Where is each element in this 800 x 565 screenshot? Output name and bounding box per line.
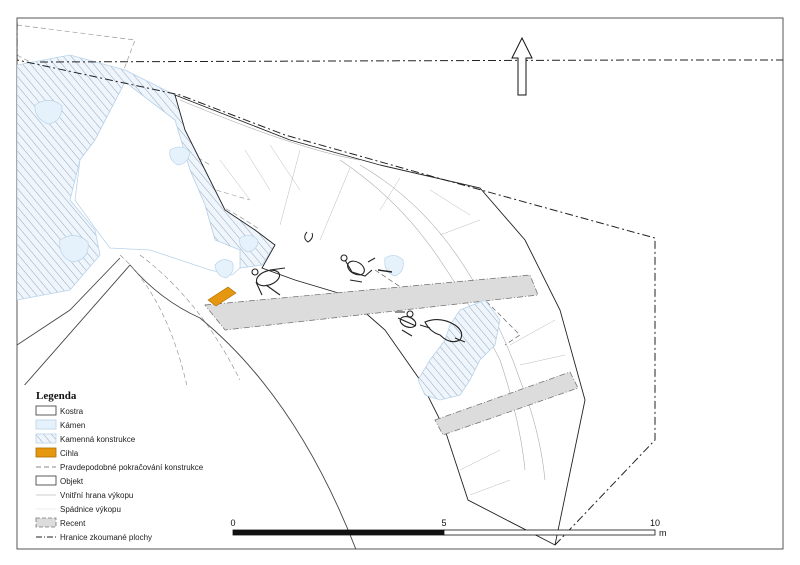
inner-edge <box>179 99 361 161</box>
skeleton <box>340 254 393 283</box>
stone <box>384 255 404 277</box>
legend-label-vnitrni: Vnitřní hrana výkopu <box>60 491 133 500</box>
slope-line <box>469 479 511 496</box>
slope-line <box>519 354 566 366</box>
legend-swatch-cihla <box>35 447 57 458</box>
slope-line <box>269 144 301 191</box>
legend-label-pravdepodobne: Pravdepodobné pokračování konstrukce <box>60 463 204 472</box>
legend-title: Legenda <box>36 390 77 402</box>
legend-label-spadnice: Spádnice výkopu <box>60 505 121 514</box>
skeleton <box>251 267 286 296</box>
legend-swatch-recent <box>35 517 57 528</box>
legend-label-cihla: Cihla <box>60 449 79 458</box>
recent-strip <box>434 371 579 436</box>
object <box>304 231 313 243</box>
slope-line <box>509 319 556 346</box>
legend-swatch-kamen <box>35 419 57 430</box>
slope-line <box>429 189 471 216</box>
trench-outline <box>17 257 121 346</box>
slope-line <box>319 167 351 241</box>
trench-outline <box>21 264 201 389</box>
trench-outline <box>139 254 241 381</box>
brick <box>207 286 237 307</box>
probable-continuation <box>474 289 521 346</box>
legend-label-recent: Recent <box>60 519 86 528</box>
stone <box>239 235 259 253</box>
stone <box>169 146 191 166</box>
stone <box>34 99 63 125</box>
north-arrow-icon <box>511 36 533 96</box>
scale-tick-10: 10 <box>650 518 660 528</box>
examined-area-boundary <box>39 59 783 63</box>
slope-line <box>459 449 501 471</box>
legend-label-objekt: Objekt <box>60 477 84 486</box>
background-curve <box>17 24 136 81</box>
skeleton <box>395 310 417 337</box>
slope-line <box>279 149 301 226</box>
trench-outline <box>119 254 191 401</box>
stone <box>59 235 89 263</box>
scale-tick-0: 0 <box>230 518 235 528</box>
recent-strip <box>204 274 539 331</box>
probable-continuation <box>374 269 421 301</box>
slope-line <box>219 159 251 201</box>
legend: Legenda Kostra Kámen Kamenná konstrukce … <box>18 385 218 547</box>
slope-line <box>379 177 401 211</box>
legend-label-hranice: Hranice zkoumané plochy <box>60 533 152 542</box>
stone <box>214 259 234 279</box>
scale-tick-5: 5 <box>441 518 446 528</box>
scale-unit: m <box>659 528 667 538</box>
trench-outline <box>199 317 357 549</box>
legend-label-kamen: Kámen <box>60 421 85 430</box>
slope-line <box>244 149 271 191</box>
background-curve <box>59 129 251 201</box>
skeleton <box>419 319 466 343</box>
legend-swatch-kamenna <box>35 433 57 444</box>
stone-construction <box>417 299 501 401</box>
scale-bar: 0 5 10 m <box>230 518 666 538</box>
legend-label-kostra: Kostra <box>60 407 84 416</box>
legend-swatch-objekt <box>35 475 57 486</box>
legend-swatch-kostra <box>35 405 57 416</box>
legend-label-kamenna: Kamenná konstrukce <box>60 435 136 444</box>
slope-line <box>439 219 481 236</box>
